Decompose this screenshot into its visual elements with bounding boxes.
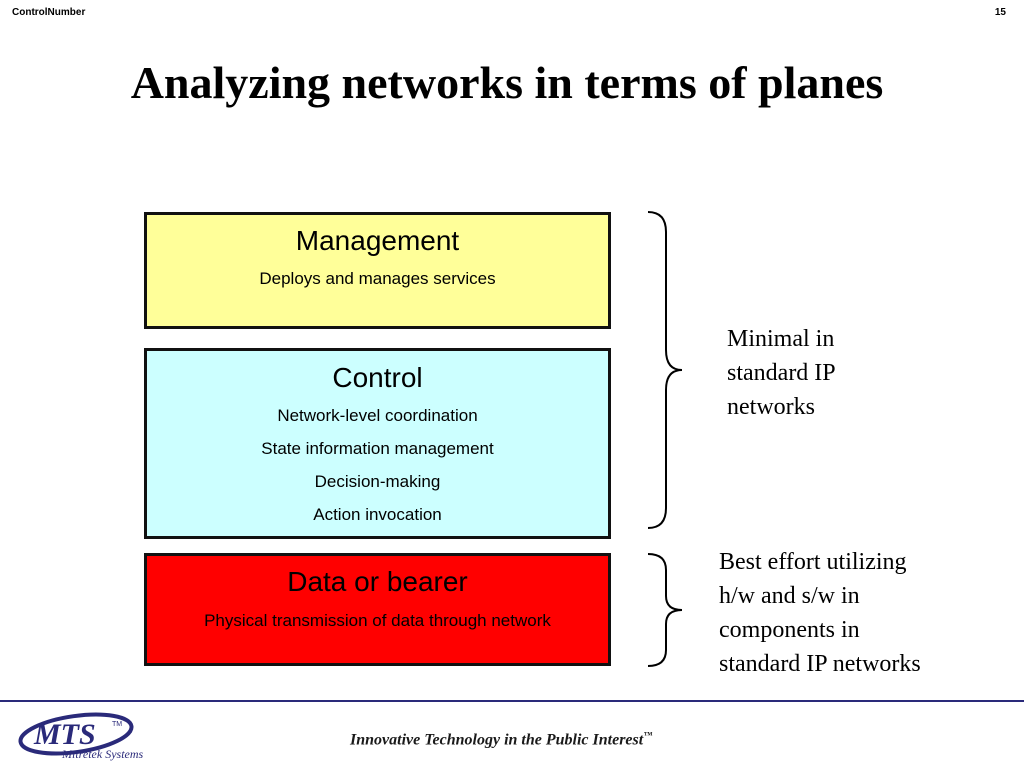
management-plane-name: Management bbox=[295, 225, 460, 256]
note-line: standard IP networks bbox=[719, 651, 921, 677]
management-plane-box: Management Deploys and manages services bbox=[144, 212, 611, 329]
upper-brace-note: Minimal in standard IP networks bbox=[727, 322, 907, 424]
control-plane-function: Network-level coordination bbox=[277, 406, 478, 425]
control-plane-function: Action invocation bbox=[313, 505, 442, 524]
control-number: ControlNumber bbox=[12, 7, 86, 18]
lower-brace bbox=[647, 553, 683, 667]
note-line: Minimal in bbox=[727, 326, 835, 352]
logo-mark-text: MTS bbox=[33, 718, 96, 751]
control-plane-function: State information management bbox=[261, 439, 494, 458]
page-number: 15 bbox=[994, 7, 1006, 18]
control-plane-function: Decision-making bbox=[314, 472, 441, 491]
note-line: components in bbox=[719, 617, 860, 643]
data-plane-description: Physical transmission of data through ne… bbox=[204, 611, 551, 630]
upper-brace bbox=[647, 211, 683, 529]
tagline-text: Innovative Technology in the Public Inte… bbox=[350, 731, 644, 749]
note-line: standard IP bbox=[727, 360, 836, 386]
logo-subtitle: Mitretek Systems bbox=[61, 747, 144, 761]
data-plane-box: Data or bearer Physical transmission of … bbox=[144, 553, 611, 666]
note-line: Best effort utilizing bbox=[719, 549, 907, 575]
footer-tagline: Innovative Technology in the Public Inte… bbox=[350, 730, 652, 749]
footer-divider bbox=[0, 700, 1024, 702]
control-plane-name: Control bbox=[332, 362, 423, 393]
note-line: networks bbox=[727, 394, 815, 420]
note-line: h/w and s/w in bbox=[719, 583, 860, 609]
mitretek-logo: MTS TM Mitretek Systems bbox=[18, 712, 144, 761]
logo-trademark: TM bbox=[112, 721, 122, 728]
management-plane-description: Deploys and manages services bbox=[259, 269, 496, 288]
tagline-trademark: ™ bbox=[643, 730, 653, 740]
control-plane-box: Control Network-level coordination State… bbox=[144, 348, 611, 539]
slide-title: Analyzing networks in terms of planes bbox=[130, 57, 884, 108]
data-plane-name: Data or bearer bbox=[287, 566, 468, 597]
lower-brace-note: Best effort utilizing h/w and s/w in com… bbox=[719, 545, 1009, 681]
